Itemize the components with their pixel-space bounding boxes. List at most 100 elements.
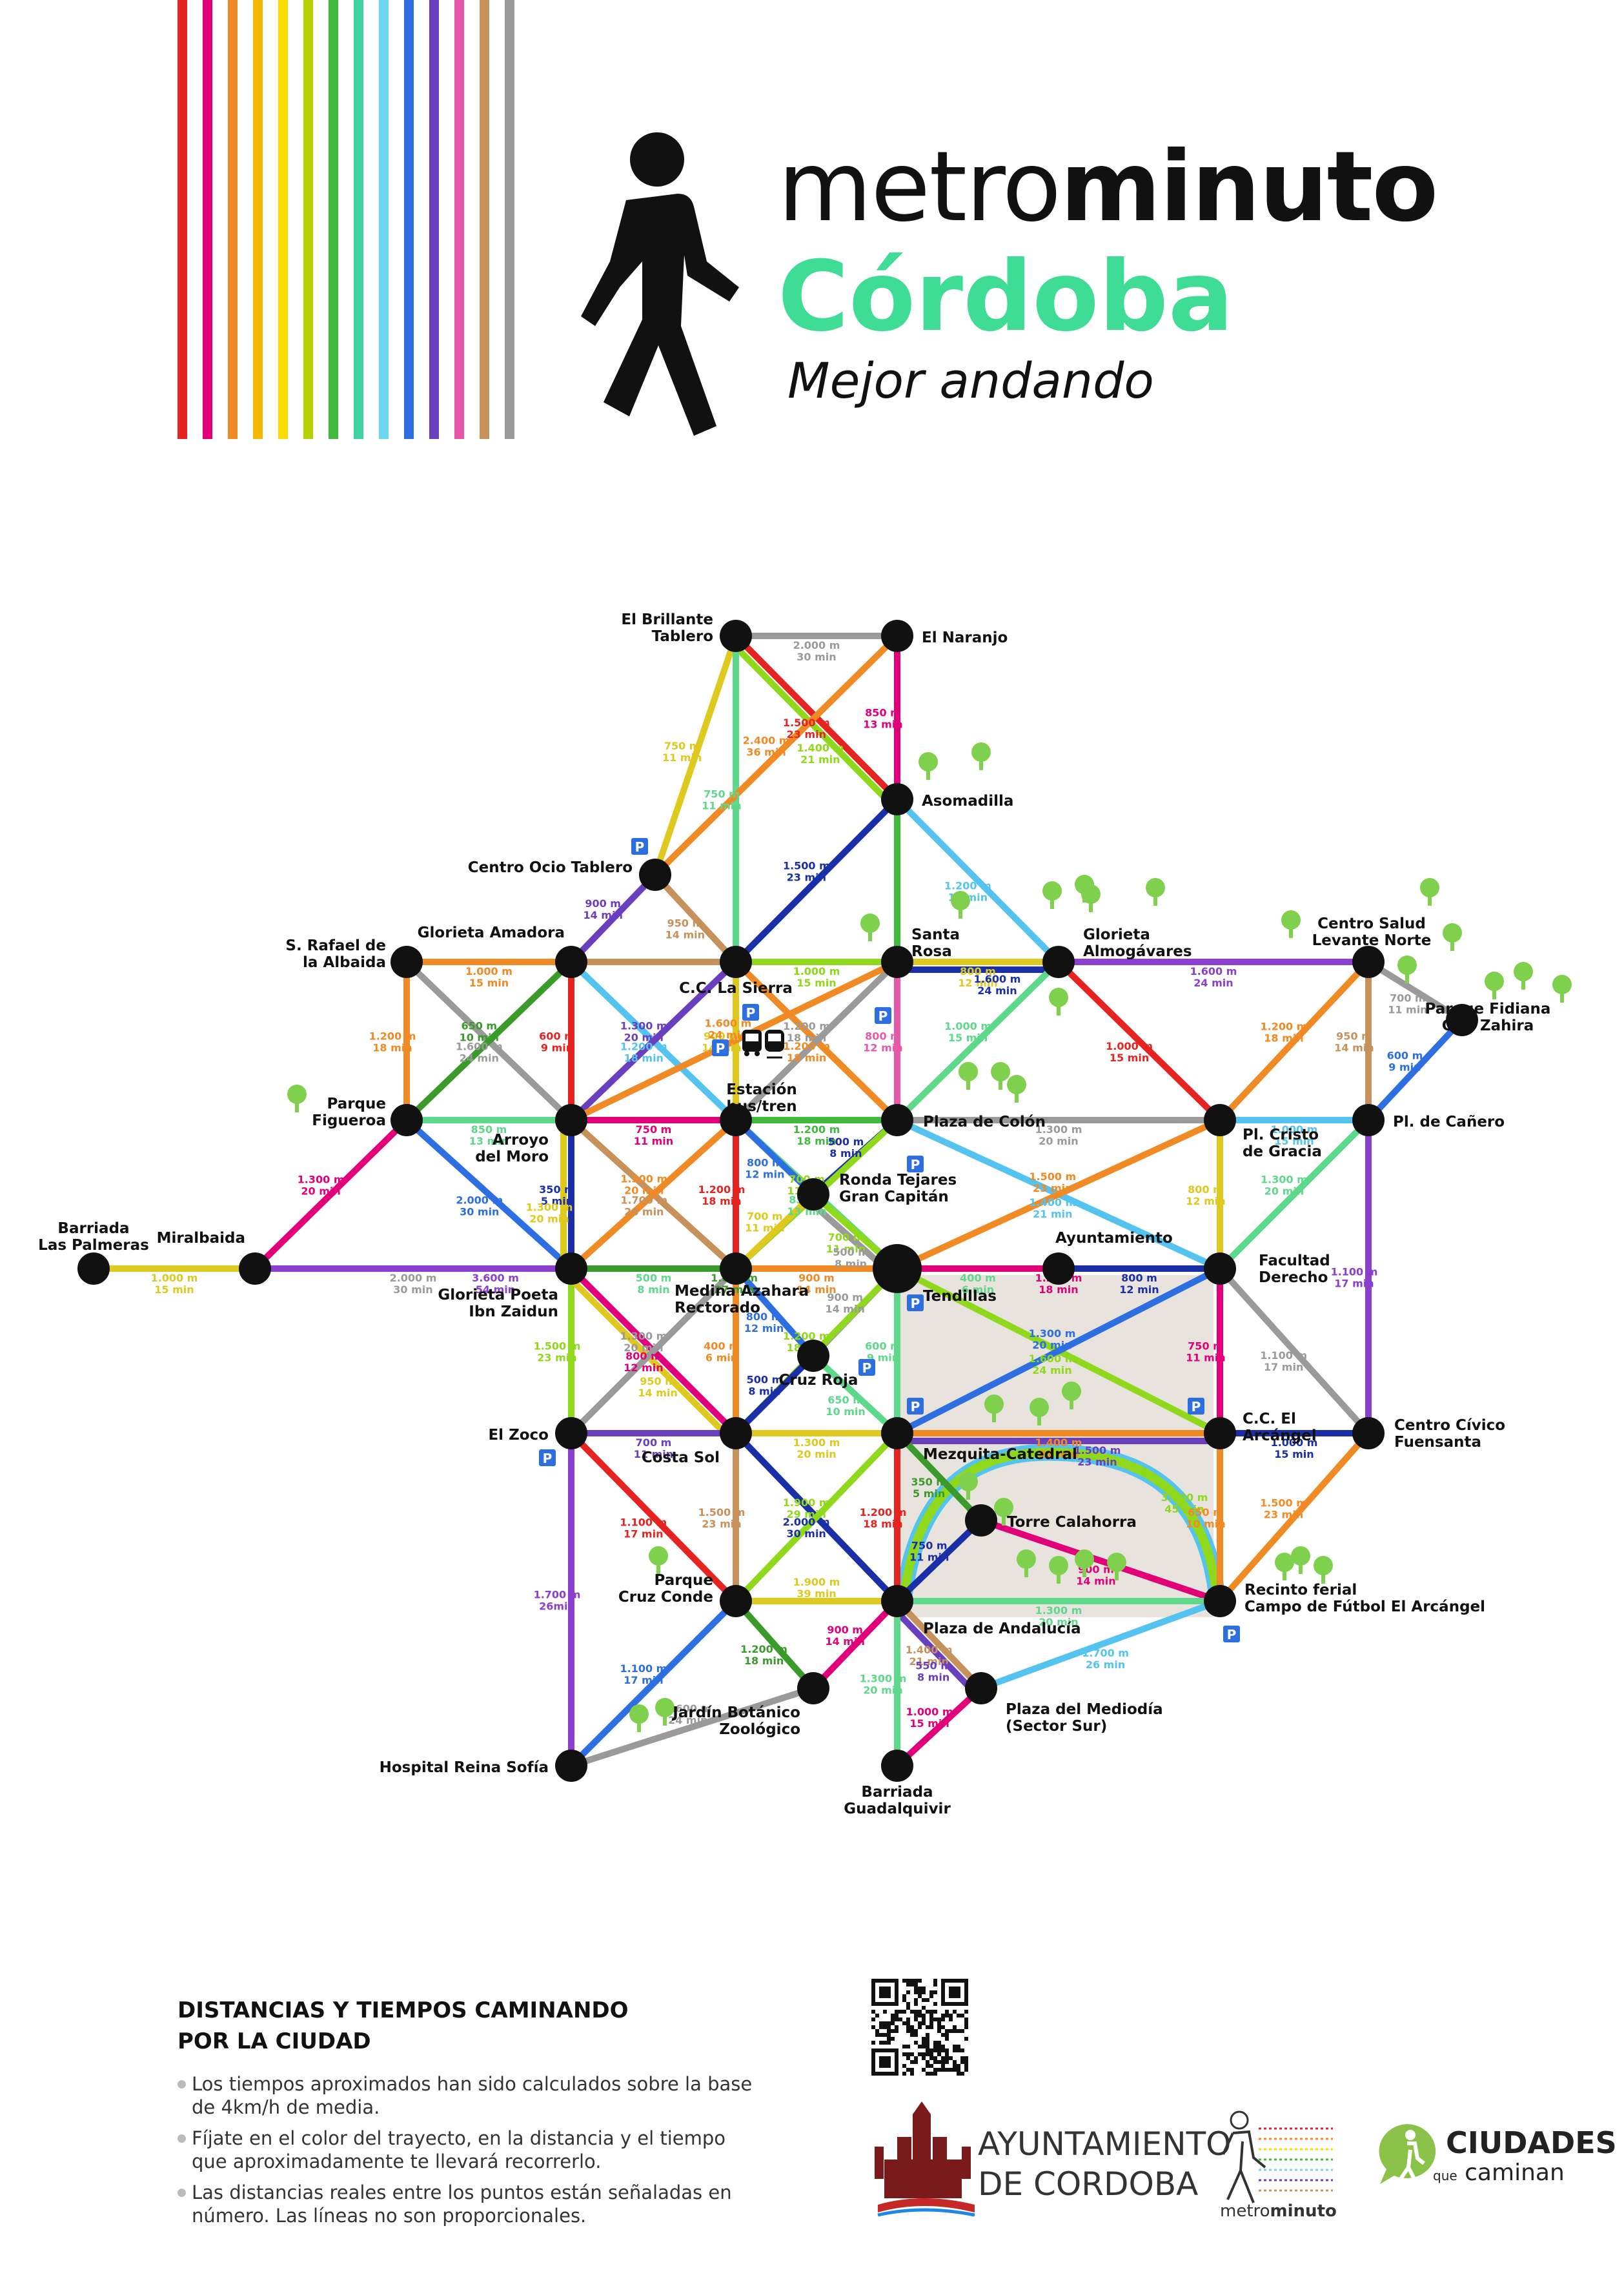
station-dot[interactable] <box>1204 1252 1236 1285</box>
station-dot[interactable] <box>639 859 671 891</box>
station-dot[interactable] <box>965 1504 997 1537</box>
station-dot[interactable] <box>1042 1252 1075 1285</box>
route-time: 8 min <box>829 1147 862 1159</box>
route-time: 11 min <box>702 800 741 812</box>
route-distance: 350 m <box>911 1476 947 1488</box>
station-dot[interactable] <box>555 1750 587 1782</box>
station-dot[interactable] <box>1204 1585 1236 1617</box>
tree-icon <box>295 1098 299 1112</box>
station-dot[interactable] <box>881 1104 913 1136</box>
tree-icon <box>860 914 880 933</box>
route-time: 23 min <box>787 872 826 884</box>
qr-code[interactable] <box>871 1979 968 2076</box>
station-dot[interactable] <box>881 1750 913 1782</box>
route-distance: 400 m <box>704 1340 740 1353</box>
station-dot[interactable] <box>1446 1004 1478 1036</box>
route-time: 12 min <box>958 977 997 989</box>
station-dot[interactable] <box>239 1252 271 1285</box>
station-dot[interactable] <box>881 783 913 815</box>
route-time: 11 min <box>826 1243 866 1255</box>
tree-icon <box>1281 910 1301 930</box>
route-distance: 900 m <box>827 1291 863 1303</box>
route-distance: 1.200 m <box>369 1030 416 1043</box>
route-time: 54 min <box>476 1283 515 1296</box>
station-dot[interactable] <box>1352 946 1385 978</box>
station-dot[interactable] <box>881 1585 913 1617</box>
station-dot[interactable] <box>720 946 752 978</box>
station-dot[interactable] <box>881 620 913 652</box>
route-time: 11 min <box>634 1448 673 1460</box>
route-line <box>894 1517 984 1604</box>
station-dot[interactable] <box>1042 946 1075 978</box>
stripe <box>429 0 439 439</box>
station-dot[interactable] <box>720 1252 752 1285</box>
station-dot[interactable] <box>1204 1104 1236 1136</box>
station-dot[interactable] <box>881 946 913 978</box>
arc-route-inner <box>899 1447 1221 1599</box>
station-dot[interactable] <box>1352 1417 1385 1449</box>
route-time: 26min <box>539 1600 575 1613</box>
station-dot[interactable] <box>1352 1104 1385 1136</box>
route-distance: 1.300 m <box>620 1020 667 1032</box>
route-distance: 1.300 m <box>1035 1604 1082 1617</box>
station-dot[interactable] <box>873 1244 922 1293</box>
route-distance: 700 m <box>1390 992 1426 1005</box>
station-dot[interactable] <box>555 1104 587 1136</box>
station-dot[interactable] <box>720 620 752 652</box>
station-dot[interactable] <box>391 946 423 978</box>
station-dot[interactable] <box>555 1417 587 1449</box>
route-time: 18 min <box>702 1195 741 1207</box>
parking-icon: P <box>539 1449 556 1466</box>
route-time: 8 min <box>748 1385 780 1397</box>
tree-icon <box>959 1062 978 1081</box>
station-label: Plaza de Andalucía <box>923 1620 1081 1637</box>
route-line <box>894 1598 984 1691</box>
route-distance: 1.500 m <box>698 1506 746 1518</box>
route-time: 26 min <box>624 1205 664 1218</box>
station-dot[interactable] <box>720 1585 752 1617</box>
station-dot[interactable] <box>391 1104 423 1136</box>
svg-text:P: P <box>543 1451 553 1466</box>
station-dot[interactable] <box>797 1178 829 1210</box>
route-time: 15 min <box>948 1032 988 1044</box>
route-time: 27 min <box>715 1283 754 1296</box>
tree-icon <box>1115 1566 1119 1580</box>
route-distance: 2.000 m <box>456 1194 503 1206</box>
route-time: 21 min <box>1039 1448 1078 1460</box>
route-distance: 500 m <box>747 1373 783 1385</box>
route-distance: 1.400 m <box>906 1644 953 1656</box>
station-dot[interactable] <box>555 946 587 978</box>
route-time: 10 min <box>826 1405 865 1418</box>
route-distance: 700 m <box>828 1231 864 1243</box>
route-time: 15 min <box>1110 1052 1149 1064</box>
station-dot[interactable] <box>881 1417 913 1449</box>
parking-icon: P <box>1188 1398 1204 1415</box>
station-dot[interactable] <box>1204 1417 1236 1449</box>
station-dot[interactable] <box>965 1672 997 1704</box>
route-time: 30 min <box>786 1527 826 1540</box>
station-dot[interactable] <box>797 1672 829 1704</box>
station-dot[interactable] <box>720 1417 752 1449</box>
station-dot[interactable] <box>720 1104 752 1136</box>
route-distance: 1.000 m <box>1271 1436 1318 1449</box>
parking-icon: P <box>858 1359 875 1376</box>
parking-icon: P <box>631 838 648 855</box>
walker-icon <box>581 132 739 436</box>
route-distance: 750 m <box>911 1540 948 1552</box>
tree-icon <box>1397 955 1417 975</box>
stripe <box>354 0 363 439</box>
route-distance: 1.100 m <box>1260 1349 1307 1362</box>
subtitle: Mejor andando <box>787 352 1154 409</box>
tree-icon <box>991 1062 1010 1081</box>
route-time: 23 min <box>702 1518 741 1530</box>
tree-icon <box>1153 892 1157 906</box>
train-icon <box>765 1030 784 1059</box>
station-dot[interactable] <box>555 1252 587 1285</box>
tree-icon <box>1062 1382 1081 1401</box>
station-dot[interactable] <box>797 1340 829 1372</box>
parking-icon: P <box>1223 1626 1240 1642</box>
station-dot[interactable] <box>77 1252 110 1285</box>
